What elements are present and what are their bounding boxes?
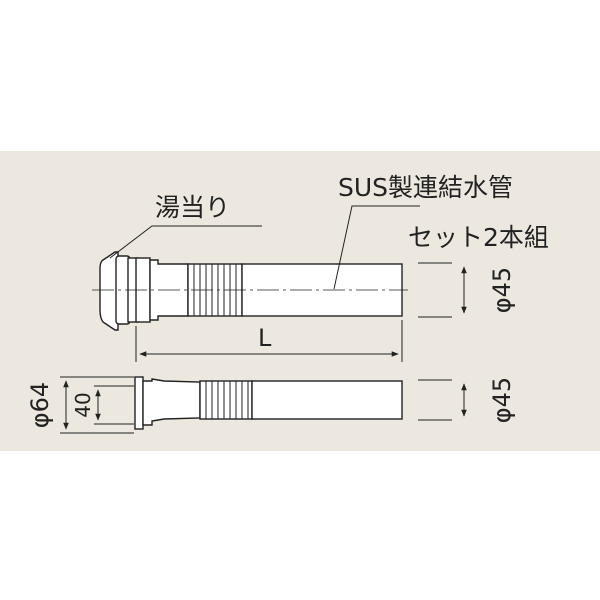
product-leader (333, 205, 420, 290)
top-diameter-dimension (418, 262, 467, 318)
bottom-diameter-label: φ45 (488, 377, 516, 423)
top-diameter-label: φ45 (488, 267, 516, 313)
bottom-pipe-assembly (134, 376, 403, 430)
bottom-diameter-dimension (418, 379, 467, 421)
product-name-line1: SUS製連結水管 (338, 173, 513, 202)
length-label: L (258, 324, 272, 352)
bottom-socket (142, 378, 201, 426)
bottom-flange (134, 376, 144, 430)
main-tube-bottom (251, 380, 403, 420)
flange-diameter-dimension (60, 376, 134, 434)
water-guard-leader (109, 225, 262, 259)
bottom-corrugated (199, 380, 253, 420)
length-dimension (135, 320, 403, 362)
water-guard-label: 湯当り (155, 193, 230, 222)
water-guard-cap (99, 251, 119, 331)
product-name-line2: セット2本組 (408, 223, 549, 252)
pipe-diagram: 湯当り SUS製連結水管 セット2本組 φ45 L (0, 151, 600, 451)
inner-diameter-label: 40 (71, 392, 95, 417)
bottom-corrugation (205, 381, 249, 419)
flange-diameter-label: φ64 (26, 382, 54, 428)
diagram-panel: 湯当り SUS製連結水管 セット2本組 φ45 L (0, 151, 600, 451)
